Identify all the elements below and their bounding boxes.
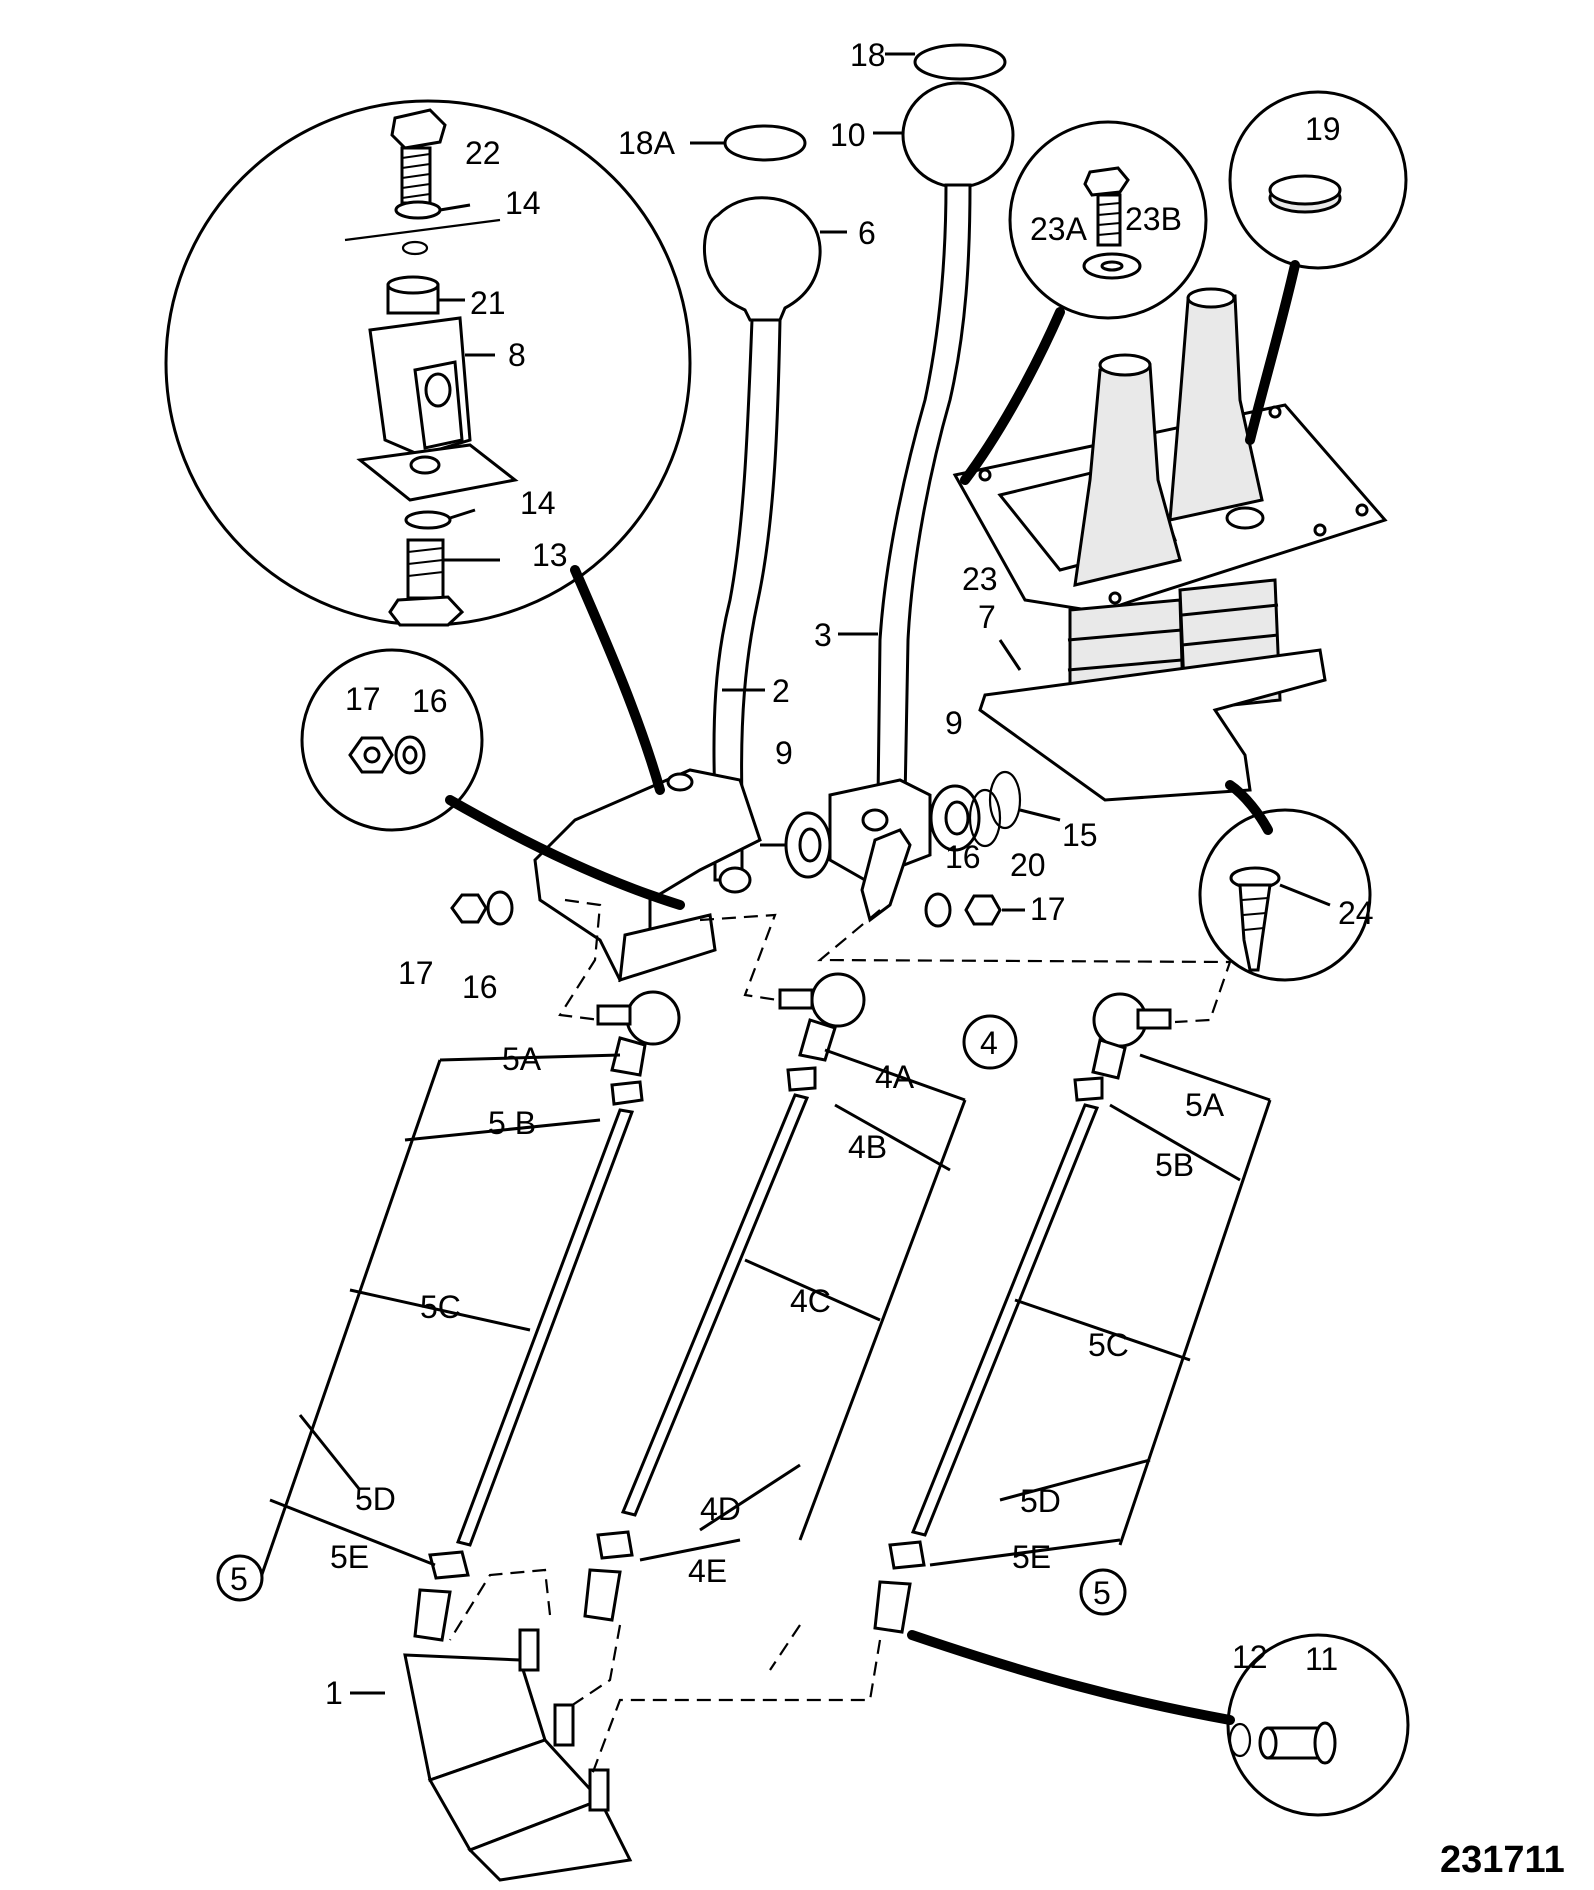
callout-4E: 4E: [688, 1553, 727, 1589]
callout-5A-left: 5A: [502, 1041, 542, 1077]
callout-1: 1: [325, 1675, 343, 1711]
pivot-bracket: [533, 768, 832, 983]
callout-22: 22: [465, 135, 501, 171]
callout-23A: 23A: [1030, 211, 1088, 247]
detail-circle-cap-19: [1228, 90, 1408, 270]
callout-15: 15: [1062, 817, 1098, 853]
callout-3: 3: [814, 617, 832, 653]
callout-5-left: 5: [230, 1561, 248, 1597]
callout-23: 23: [962, 561, 998, 597]
callout-4-ring: [962, 1014, 1018, 1070]
callout-20: 20: [1010, 847, 1046, 883]
callout-5B-right: 5B: [1155, 1147, 1194, 1183]
callout-18A: 18A: [618, 125, 676, 161]
detail-circle-bolt-23: [1008, 120, 1208, 320]
callout-4: 4: [980, 1025, 998, 1061]
rod-5-right: [873, 1076, 1104, 1634]
knob-10: [873, 81, 1015, 189]
callout-13: 13: [532, 537, 568, 573]
callout-17-left: 17: [398, 955, 434, 991]
callout-16-left: 16: [462, 969, 498, 1005]
cap-18A: [690, 124, 807, 162]
callout-16-right: 16: [945, 839, 981, 875]
callout-23B: 23B: [1125, 201, 1182, 237]
callout-7: 7: [978, 599, 996, 635]
boot-tube-left: [1073, 353, 1182, 587]
detail-circle-pin: [1226, 1633, 1410, 1817]
washer-16-left: [486, 890, 514, 926]
nut-17-left: [450, 893, 488, 924]
callout-4B: 4B: [848, 1129, 887, 1165]
callout-5E-right: 5E: [1012, 1539, 1051, 1575]
ball-joint-4A: [778, 972, 866, 1062]
washer-9-right: [929, 784, 981, 852]
cap-18: [885, 43, 1007, 81]
clip-15: [988, 770, 1061, 830]
detail-circle-screw-24: [1198, 808, 1372, 982]
callout-21: 21: [470, 285, 506, 321]
callout-4A: 4A: [875, 1059, 915, 1095]
callout-17-right: 17: [1030, 891, 1066, 927]
washer-9-left: [784, 811, 832, 879]
control-unit-1: [350, 1628, 633, 1882]
ball-joint-5A-left: [596, 990, 681, 1077]
washer-16-right: [924, 892, 952, 928]
callout-24: 24: [1338, 895, 1374, 931]
callout-5D-right: 5D: [1020, 1483, 1061, 1519]
callout-6: 6: [858, 215, 876, 251]
rod-5-left: [413, 1080, 644, 1642]
reference-number: 231711: [1440, 1839, 1565, 1881]
callout-4C: 4C: [790, 1283, 831, 1319]
callout-5A-right: 5A: [1185, 1087, 1225, 1123]
ball-joint-5A-right: [1091, 992, 1172, 1080]
callout-12: 12: [1232, 1639, 1268, 1675]
callout-9-left: 9: [775, 735, 793, 771]
callout-10: 10: [830, 117, 866, 153]
callout-5-right-ring: [1079, 1568, 1127, 1616]
callout-18: 18: [850, 37, 886, 73]
callout-5C-right: 5C: [1088, 1327, 1129, 1363]
callout-5B-left: 5 B: [488, 1105, 536, 1141]
callout-14-top: 14: [505, 185, 541, 221]
detail-circle-ujoint: [164, 99, 692, 627]
callout-11: 11: [1305, 1641, 1338, 1677]
callout-4D: 4D: [700, 1491, 741, 1527]
callout-9-right: 9: [945, 705, 963, 741]
callout-5E-left: 5E: [330, 1539, 369, 1575]
callout-5-left-ring: [216, 1554, 264, 1602]
nut-17-right: [964, 894, 1002, 926]
callout-5C-left: 5C: [420, 1289, 461, 1325]
callout-2: 2: [772, 673, 790, 709]
boot-tube-right: [1168, 287, 1264, 522]
knob-6: [702, 196, 847, 322]
pivot-block: [828, 778, 932, 923]
callout-14-bottom: 14: [520, 485, 556, 521]
clip-20: [968, 788, 1002, 848]
callout-17-detail: 17: [345, 681, 381, 717]
detail-circle-nut: [300, 648, 484, 832]
boot-base-7: [978, 639, 1327, 802]
callout-16-detail: 16: [412, 683, 448, 719]
callout-19: 19: [1305, 111, 1341, 147]
callout-5-right: 5: [1093, 1575, 1111, 1611]
callout-8: 8: [508, 337, 526, 373]
callout-5D-left: 5D: [355, 1481, 396, 1517]
rod-4: [583, 1066, 817, 1622]
